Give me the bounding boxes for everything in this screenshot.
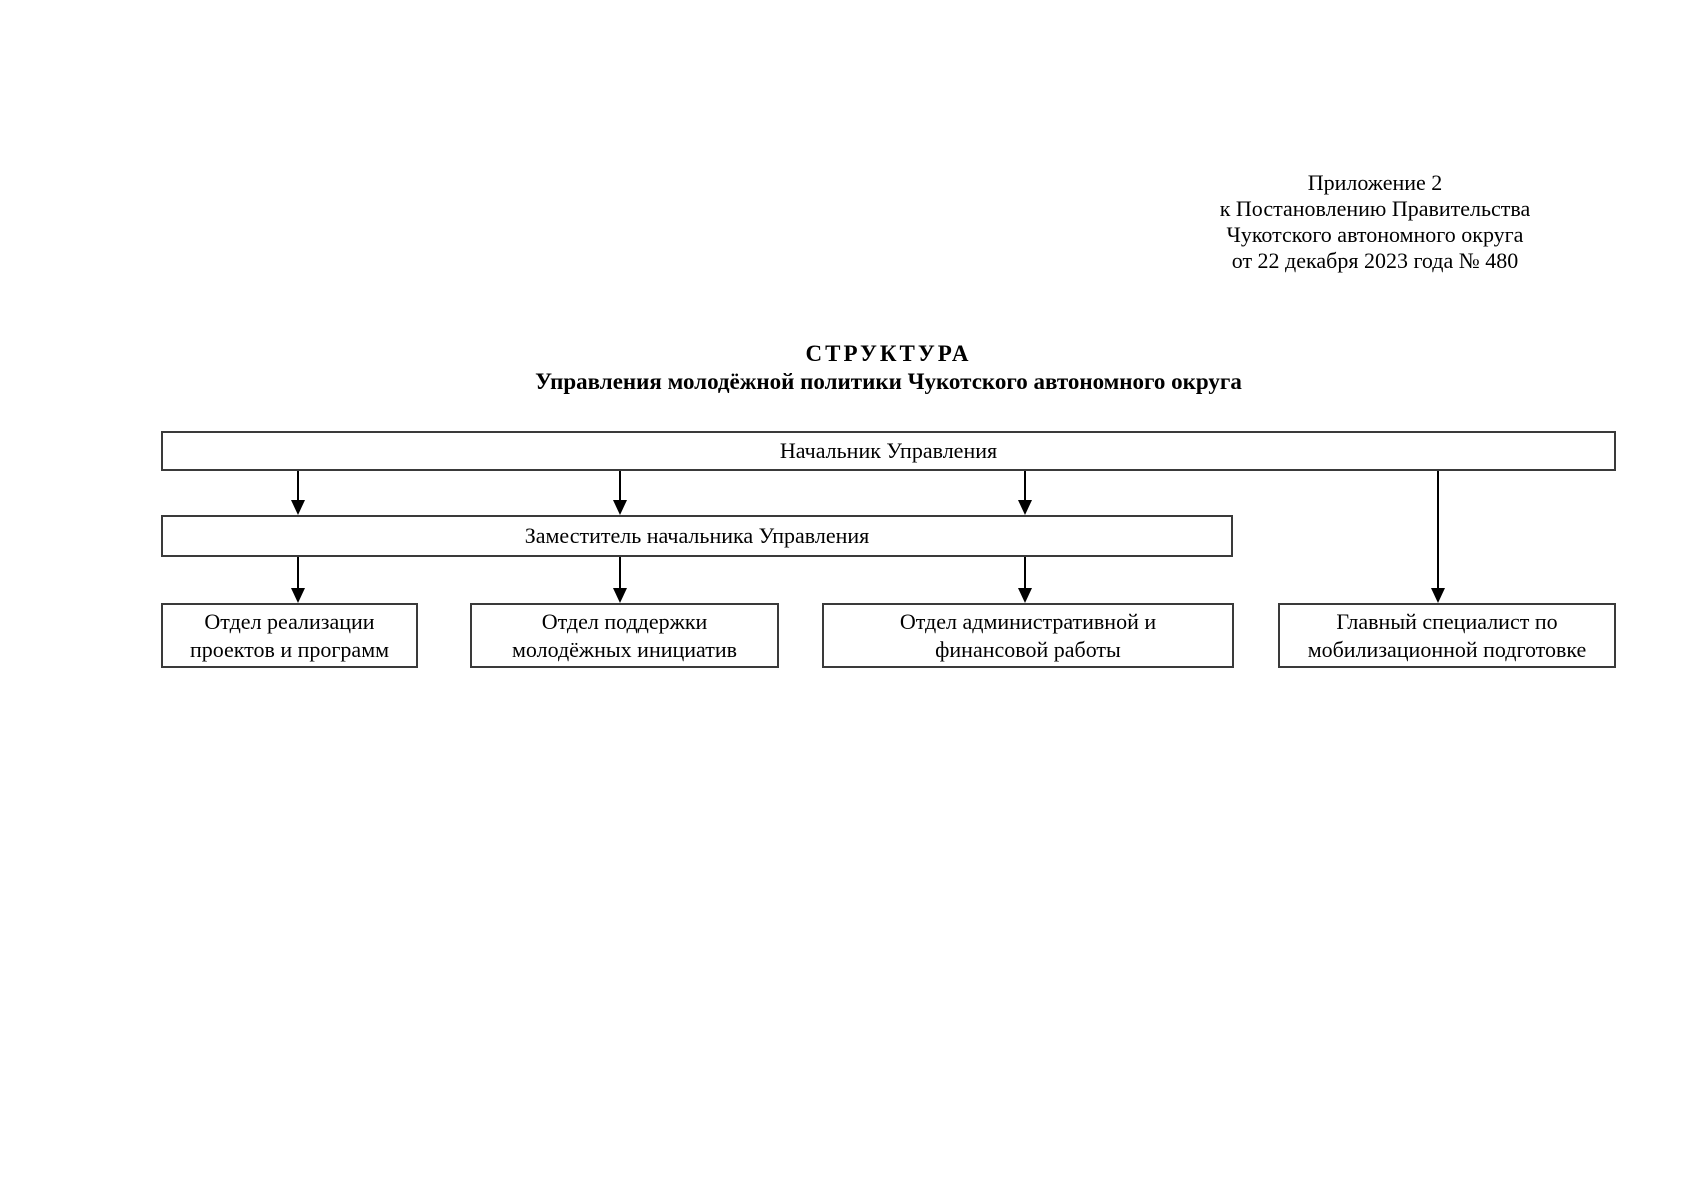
arrow-down-icon <box>1018 500 1032 515</box>
node-label: Отдел административной и финансовой рабо… <box>899 608 1157 662</box>
arrow-shaft <box>619 557 621 589</box>
node-label: Отдел реализации проектов и программ <box>189 608 390 662</box>
node-dept-admin-finance: Отдел административной и финансовой рабо… <box>822 603 1234 668</box>
connector-arrow-head-to-deputy-right <box>1018 471 1032 515</box>
node-label: Отдел поддержки молодёжных инициатив <box>511 608 738 662</box>
connector-arrow-deputy-to-dept-finance <box>1018 557 1032 603</box>
document-subtitle: Управления молодёжной политики Чукотског… <box>535 369 1242 394</box>
connector-arrow-deputy-to-dept-projects <box>291 557 305 603</box>
arrow-shaft <box>297 557 299 589</box>
arrow-down-icon <box>1018 588 1032 603</box>
node-chief-specialist-mobilization: Главный специалист по мобилизационной по… <box>1278 603 1616 668</box>
node-label: Заместитель начальника Управления <box>524 523 870 548</box>
appendix-note: Приложение 2 к Постановлению Правительст… <box>1219 170 1531 273</box>
node-head-of-administration: Начальник Управления <box>161 431 1616 471</box>
arrow-down-icon <box>291 500 305 515</box>
node-label: Начальник Управления <box>779 438 998 463</box>
node-label: Главный специалист по мобилизационной по… <box>1307 608 1587 662</box>
connector-arrow-head-to-deputy-center <box>613 471 627 515</box>
arrow-down-icon <box>291 588 305 603</box>
arrow-shaft <box>619 471 621 501</box>
connector-arrow-head-to-chief-specialist <box>1431 471 1445 603</box>
node-deputy-head: Заместитель начальника Управления <box>161 515 1233 557</box>
document-title: СТРУКТУРА <box>805 341 972 366</box>
arrow-shaft <box>1024 557 1026 589</box>
arrow-down-icon <box>613 588 627 603</box>
connector-arrow-head-to-deputy-left <box>291 471 305 515</box>
arrow-down-icon <box>1431 588 1445 603</box>
node-dept-youth-initiatives: Отдел поддержки молодёжных инициатив <box>470 603 779 668</box>
arrow-shaft <box>1437 471 1439 589</box>
node-dept-projects-programs: Отдел реализации проектов и программ <box>161 603 418 668</box>
title-block: СТРУКТУРА Управления молодёжной политики… <box>161 340 1616 396</box>
arrow-shaft <box>297 471 299 501</box>
connector-arrow-deputy-to-dept-initiatives <box>613 557 627 603</box>
arrow-down-icon <box>613 500 627 515</box>
arrow-shaft <box>1024 471 1026 501</box>
